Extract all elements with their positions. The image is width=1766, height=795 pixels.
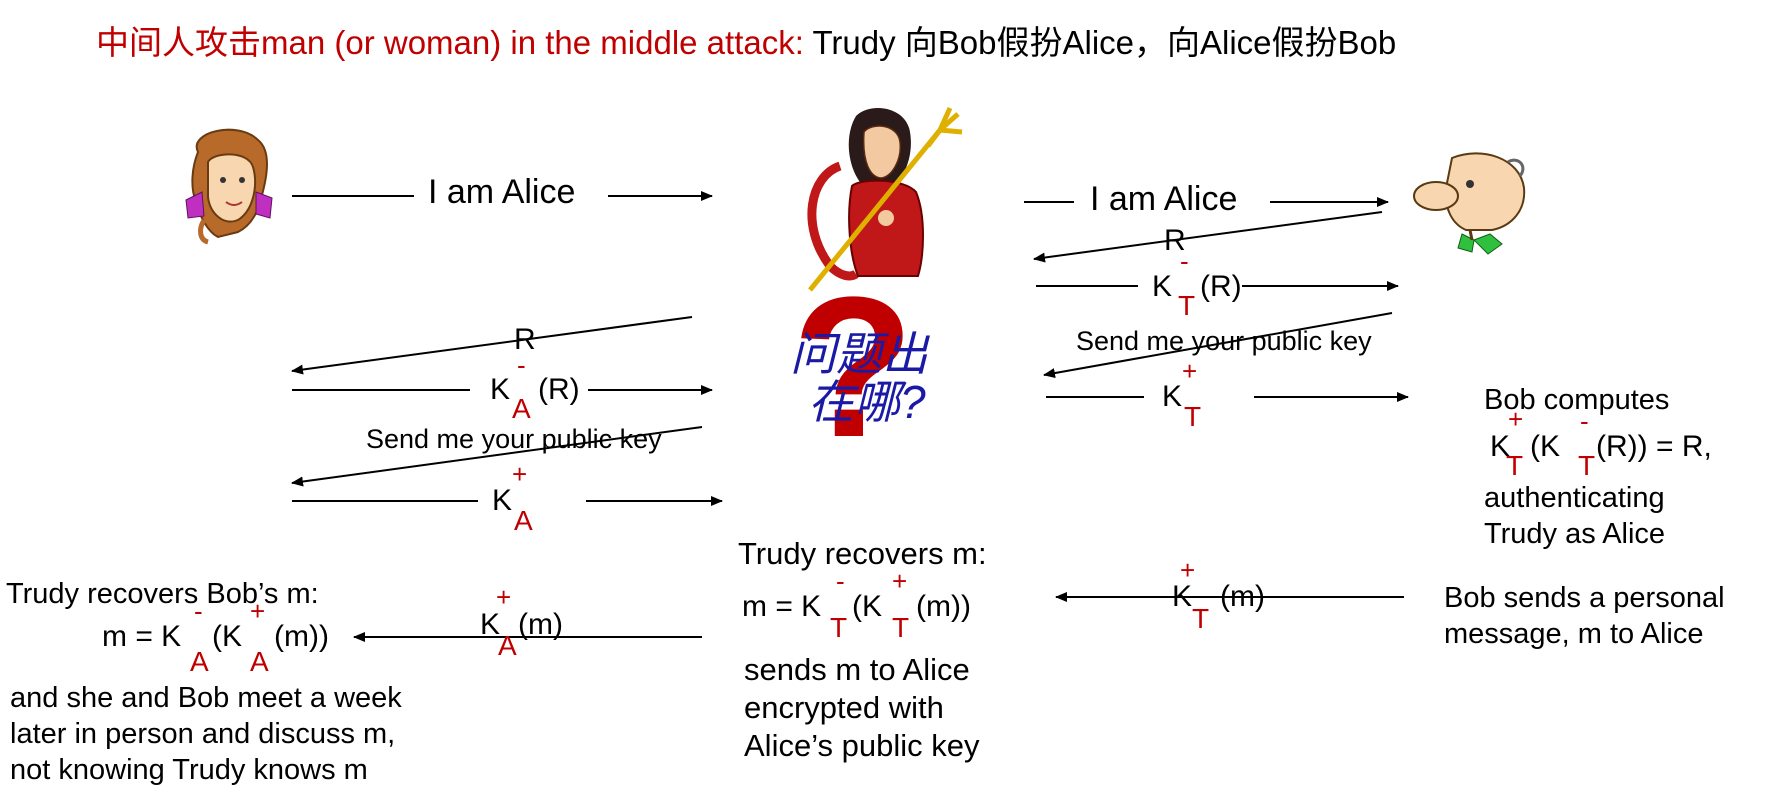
left-k-minus: -	[517, 350, 526, 380]
right-kt-k: K	[1162, 380, 1183, 413]
question-mark-icon: ?	[792, 256, 915, 479]
left-ka-a-sub: A	[514, 505, 533, 536]
bob-computes-k1: K	[1490, 430, 1511, 463]
trudy-recovers-bob-line3: and she and Bob meet a week	[10, 682, 402, 714]
right-i-am-alice-label: I am Alice	[1090, 180, 1238, 218]
arrow-right-r	[1033, 211, 1383, 263]
trudy-devil-icon	[807, 106, 963, 292]
bob-computes-minus: -	[1580, 406, 1589, 436]
bob-sends-line1: Bob sends a personal	[1444, 582, 1725, 614]
bob-computes-end: (R)) = R,	[1596, 430, 1712, 463]
page-title: 中间人攻击man (or woman) in the middle attack…	[96, 16, 1396, 64]
trudy-recovers-bob-minus: -	[194, 596, 203, 626]
right-km-t-sub: T	[1192, 603, 1210, 634]
left-i-am-alice-label: I am Alice	[428, 173, 576, 211]
right-kr-minus: -	[1180, 246, 1189, 276]
bob-computes-plus: +	[1508, 404, 1524, 434]
trudy-recovers-bob-a2: A	[250, 646, 269, 677]
left-r-label: R	[514, 323, 536, 356]
left-k-label: K	[490, 373, 511, 406]
left-km-plus: +	[496, 582, 512, 612]
right-send-key-label: Send me your public key	[1076, 326, 1372, 356]
trudy-recovers-bob-line5: not knowing Trudy knows m	[10, 754, 368, 786]
trudy-recovers-line4: encrypted with	[744, 690, 944, 725]
title-red-part: 中间人攻击man (or woman) in the middle attack…	[96, 24, 804, 61]
arrow-right-sendkey	[1043, 312, 1393, 378]
right-km-plus: +	[1180, 555, 1196, 585]
left-km-a-sub: A	[498, 630, 517, 661]
bob-computes-t2: T	[1578, 450, 1596, 481]
title-black-part: Trudy 向Bob假扮Alice，向Alice假扮Bob	[803, 24, 1397, 61]
bob-icon	[1413, 152, 1526, 255]
trudy-recovers-line3: sends m to Alice	[744, 652, 970, 687]
right-kr-k: K	[1152, 270, 1173, 303]
left-ka-k: K	[492, 484, 513, 517]
right-kr-t-sub: T	[1178, 290, 1196, 321]
bob-computes-line4: Trudy as Alice	[1484, 518, 1666, 550]
right-kr-paren-r: (R)	[1200, 270, 1242, 303]
right-r-label: R	[1164, 224, 1186, 257]
trudy-recovers-bob-m-eq: m = K	[102, 620, 182, 653]
trudy-recovers-bob-a1: A	[190, 646, 209, 677]
trudy-recovers-line5: Alice’s public key	[744, 728, 980, 763]
trudy-recovers-bob-title: Trudy recovers Bob’s m:	[6, 578, 319, 610]
trudy-recovers-end: (m))	[916, 590, 971, 623]
trudy-recovers-minus: -	[836, 566, 845, 596]
arrow-left-r	[291, 316, 693, 375]
right-kt-plus: +	[1182, 356, 1198, 386]
right-km-paren-m: (m)	[1220, 580, 1265, 613]
left-ka-plus: +	[512, 459, 528, 489]
bob-computes-line1: Bob computes	[1484, 384, 1670, 416]
trudy-recovers-t1: T	[830, 612, 848, 643]
trudy-recovers-bob-end: (m))	[274, 620, 329, 653]
left-send-key-label: Send me your public key	[366, 424, 662, 454]
trudy-recovers-mid: (K	[852, 590, 882, 623]
left-km-k: K	[480, 608, 501, 641]
bob-computes-mid: (K	[1530, 430, 1560, 463]
trudy-recovers-bob-line4: later in person and discuss m,	[10, 718, 396, 750]
left-paren-r: (R)	[538, 373, 580, 406]
question-text-line2: 在哪?	[808, 376, 926, 428]
arrow-left-sendkey	[291, 426, 703, 487]
alice-icon	[185, 128, 273, 245]
trudy-recovers-m-eq: m = K	[742, 590, 822, 623]
right-kt-t-sub: T	[1184, 401, 1202, 432]
left-k-a-sub: A	[512, 393, 531, 424]
bob-computes-t1: T	[1506, 450, 1524, 481]
trudy-recovers-plus: +	[892, 566, 908, 596]
left-km-paren-m: (m)	[518, 608, 563, 641]
right-km-k: K	[1172, 580, 1193, 613]
bob-computes-line3: authenticating	[1484, 482, 1665, 514]
trudy-recovers-title: Trudy recovers m:	[738, 536, 987, 571]
question-text-line1: 问题出	[790, 328, 928, 380]
bob-sends-line2: message, m to Alice	[1444, 618, 1704, 650]
trudy-recovers-bob-mid: (K	[212, 620, 242, 653]
trudy-recovers-t2: T	[892, 612, 910, 643]
trudy-recovers-bob-plus: +	[250, 596, 266, 626]
